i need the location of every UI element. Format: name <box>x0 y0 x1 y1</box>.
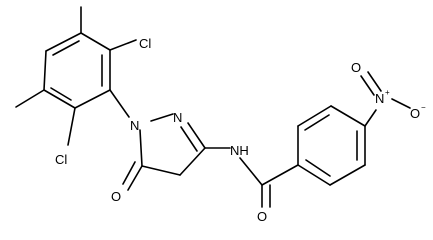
bond-aryl-nitro-n <box>364 109 377 127</box>
bond-layer <box>15 6 411 208</box>
structure-diagram: Cl Cl N N O NH O N + O O − <box>15 6 426 224</box>
atom-cl-top: Cl <box>139 36 151 51</box>
bond-n1-n2 <box>150 113 174 122</box>
bond-nitro-n-o-top-1 <box>360 75 375 96</box>
bond-c5-o-double-2 <box>122 161 136 185</box>
bond-c5-n1 <box>139 129 143 167</box>
bond-aryl-n <box>109 89 130 118</box>
bond-nitro-n-o-right <box>391 98 411 109</box>
bond-carbonyl-aryl <box>261 164 299 186</box>
bond-n2-c3-double-2 <box>180 126 198 152</box>
bond-n2-c3-double-1 <box>187 122 206 149</box>
bond-aryl-double-3 <box>52 40 80 56</box>
bond-nitroaryl-4 <box>330 105 366 127</box>
bond-cl-top <box>109 39 137 51</box>
bond-c5-o-double-1 <box>127 165 143 191</box>
atom-label-layer: Cl Cl N N O NH O N + O O − <box>55 36 426 224</box>
bond-aryl-5 <box>43 50 47 91</box>
bond-aryl-6 <box>45 32 82 52</box>
bond-c4-c5 <box>141 165 181 176</box>
bond-methyl-left <box>15 89 45 108</box>
bond-aryl-1 <box>80 32 111 51</box>
bond-c3-c4 <box>179 147 206 176</box>
atom-o-amide: O <box>257 209 267 224</box>
bond-aryl-double-2 <box>50 87 72 101</box>
bond-aryl-4 <box>43 89 76 109</box>
atom-n-nitro: N <box>375 91 384 106</box>
atom-o-nitro-top: O <box>351 60 361 75</box>
charge-o-nitro-minus: − <box>421 103 426 112</box>
atom-cl-bottom: Cl <box>55 152 67 167</box>
bond-aryl-3 <box>74 89 111 109</box>
molecule-canvas: Cl Cl N N O NH O N + O O − <box>15 6 426 224</box>
bond-nitroaryl-2 <box>329 164 366 186</box>
atom-n-ring-1: N <box>130 118 139 133</box>
bond-nitroaryl-double-1 <box>305 159 331 177</box>
bond-nitro-n-o-top-2 <box>367 71 382 92</box>
atom-o-nitro-right: O <box>410 106 420 121</box>
bond-cl-bottom <box>67 107 76 146</box>
bond-nitroaryl-1 <box>297 164 331 186</box>
atom-o-carbonyl-ring: O <box>111 189 121 204</box>
bond-nitroaryl-5 <box>297 105 332 127</box>
atom-nh: NH <box>230 143 249 158</box>
bond-nitroaryl-double-3 <box>304 114 330 131</box>
bond-nh-carbonyl <box>239 157 263 186</box>
atom-n-ring-2: N <box>173 110 182 125</box>
charge-n-nitro-plus: + <box>385 88 390 97</box>
